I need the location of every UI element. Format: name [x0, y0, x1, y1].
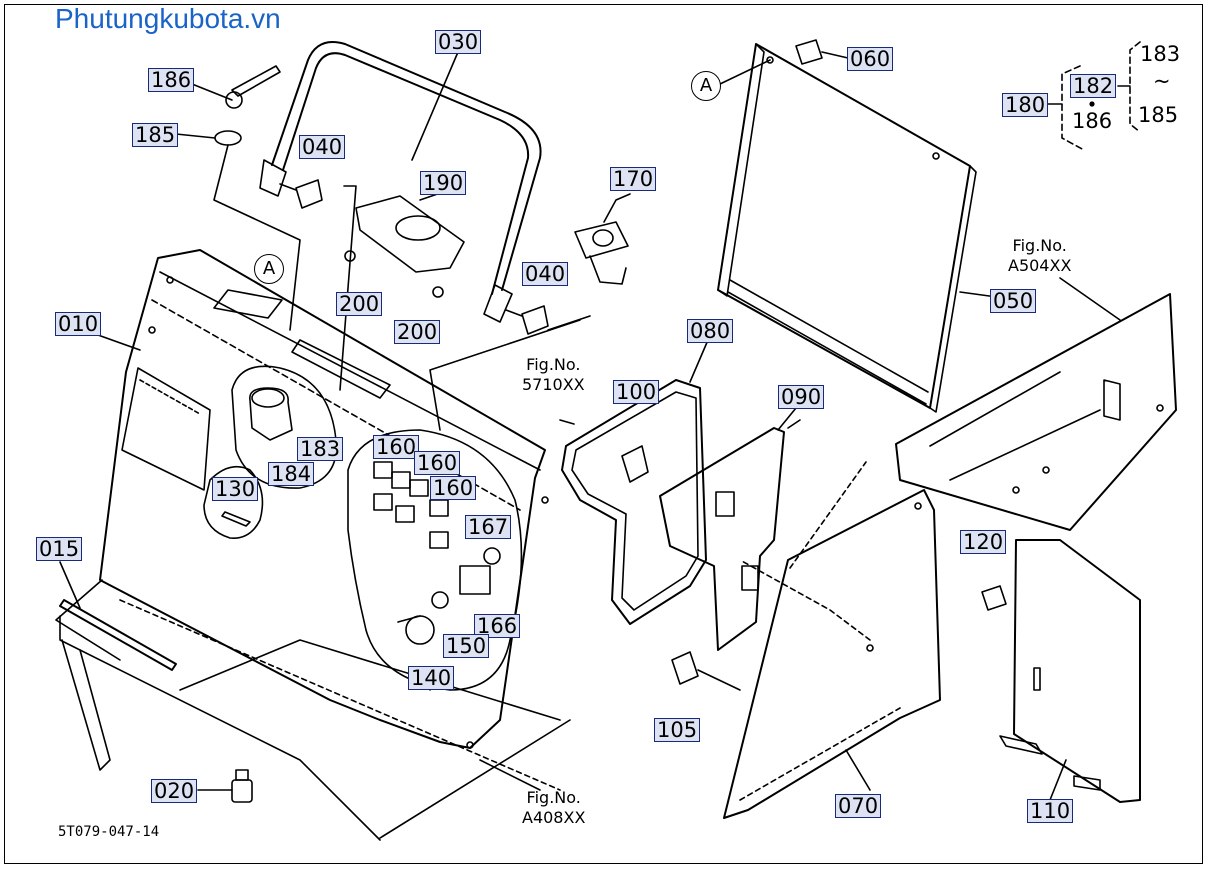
fig-ref-a408[interactable]: Fig.No. A408XX [522, 788, 585, 828]
fig-ref-a504[interactable]: Fig.No. A504XX [1008, 236, 1071, 276]
part-label-070[interactable]: 070 [835, 794, 882, 818]
part-label-120[interactable]: 120 [960, 530, 1007, 554]
part-label-167[interactable]: 167 [465, 515, 512, 539]
part-label-190[interactable]: 190 [420, 171, 467, 195]
part-label-183[interactable]: 183 [297, 437, 344, 461]
part-label-010[interactable]: 010 [55, 312, 102, 336]
switch-170-drawing [429, 193, 631, 431]
part-label-110[interactable]: 110 [1027, 799, 1074, 823]
callout-a-panel: A [254, 254, 284, 284]
range-top-label: 183 [1140, 42, 1181, 66]
panel-070-drawing [723, 461, 941, 819]
part-label-200[interactable]: 200 [394, 320, 441, 344]
part-label-200[interactable]: 200 [336, 292, 383, 316]
fig-ref-a504-line1: Fig.No. [1012, 236, 1067, 255]
site-title[interactable]: Phutungkubota.vn [55, 3, 281, 34]
bolt-020-drawing [197, 769, 253, 803]
fig-ref-a504-line2: A504XX [1008, 256, 1072, 275]
part-label-186[interactable]: 186 [148, 68, 195, 92]
part-label-040[interactable]: 040 [522, 262, 569, 286]
drawing-code: 5T079-047-14 [58, 824, 160, 840]
part-label-015[interactable]: 015 [36, 537, 83, 561]
part-label-160[interactable]: 160 [414, 451, 461, 475]
plug-130-drawing [203, 465, 264, 539]
panel-110-drawing [981, 539, 1141, 803]
sub-label-186: 186 [1072, 109, 1113, 133]
main-panel-drawing [55, 249, 571, 841]
fig-ref-5710-line1: Fig.No. [526, 355, 581, 374]
key-switch-drawing [175, 65, 301, 331]
part-label-050[interactable]: 050 [990, 289, 1037, 313]
part-label-160[interactable]: 160 [430, 476, 477, 500]
fig-ref-a408-line2: A408XX [522, 808, 586, 827]
part-label-100[interactable]: 100 [613, 380, 660, 404]
drawing-border [4, 4, 1203, 864]
part-label-060[interactable]: 060 [847, 47, 894, 71]
relay-group-drawing [347, 429, 523, 691]
part-label-040[interactable]: 040 [299, 135, 346, 159]
part-label-080[interactable]: 080 [687, 319, 734, 343]
part-label-185[interactable]: 185 [132, 123, 179, 147]
handle-bar-drawing [259, 41, 542, 323]
part-label-160[interactable]: 160 [373, 435, 420, 459]
part-label-182[interactable]: 182 [1070, 74, 1117, 98]
range-bottom-label: 185 [1138, 103, 1179, 127]
strip-drawing [59, 599, 177, 671]
part-label-020[interactable]: 020 [151, 779, 198, 803]
part-label-030[interactable]: 030 [435, 30, 482, 54]
fig-ref-a408-line1: Fig.No. [526, 788, 581, 807]
part-label-150[interactable]: 150 [443, 634, 490, 658]
callout-a-cover: A [691, 71, 721, 101]
reference-bracket-drawing [1047, 41, 1141, 151]
part-label-130[interactable]: 130 [212, 477, 259, 501]
part-label-184[interactable]: 184 [268, 462, 315, 486]
frame-a504-drawing [895, 277, 1177, 531]
part-label-140[interactable]: 140 [408, 666, 455, 690]
bolt-105-drawing [671, 651, 741, 691]
gasket-080-drawing [559, 379, 707, 625]
fig-ref-5710[interactable]: Fig.No. 5710XX [522, 355, 585, 395]
part-label-090[interactable]: 090 [778, 385, 825, 409]
part-label-105[interactable]: 105 [654, 718, 701, 742]
part-label-170[interactable]: 170 [610, 167, 657, 191]
fig-ref-5710-line2: 5710XX [522, 375, 585, 394]
cover-050-drawing [717, 39, 977, 413]
range-tilde: ~ [1153, 69, 1171, 93]
part-label-180[interactable]: 180 [1002, 93, 1049, 117]
